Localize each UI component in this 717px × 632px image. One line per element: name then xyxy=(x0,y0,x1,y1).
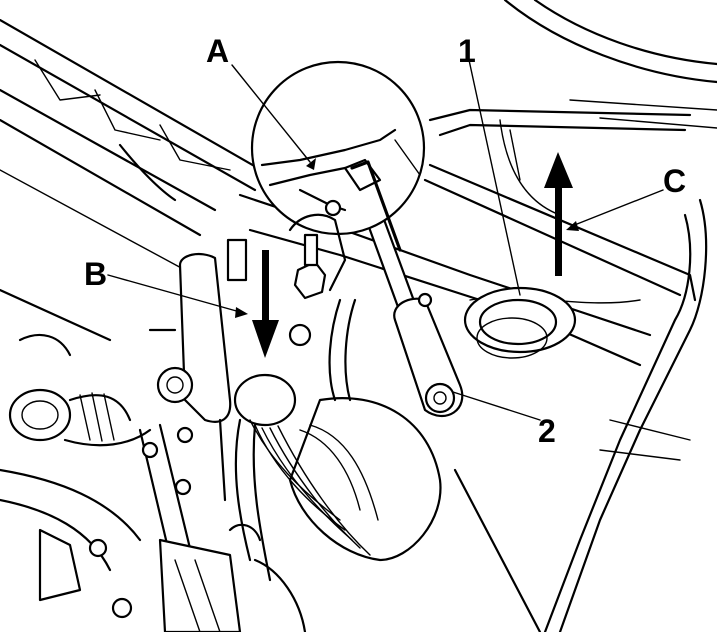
callout-c: C xyxy=(663,163,686,199)
leader-lines xyxy=(107,59,664,421)
wiring-harness xyxy=(233,298,442,582)
arrow-down-b xyxy=(252,250,279,358)
central-mount xyxy=(226,213,433,347)
strut-tower xyxy=(428,108,708,632)
lower-left-components xyxy=(0,388,307,632)
callout-1: 1 xyxy=(458,33,476,69)
callout-a: A xyxy=(206,33,229,69)
part-1-grommet xyxy=(463,286,577,359)
fender-arcs xyxy=(503,0,717,129)
detail-magnifier xyxy=(250,60,426,252)
side-bracket xyxy=(148,252,232,502)
frame-rails xyxy=(0,18,272,357)
callout-b: B xyxy=(84,256,107,292)
callout-2: 2 xyxy=(538,413,556,449)
arrow-up-c xyxy=(544,152,573,276)
